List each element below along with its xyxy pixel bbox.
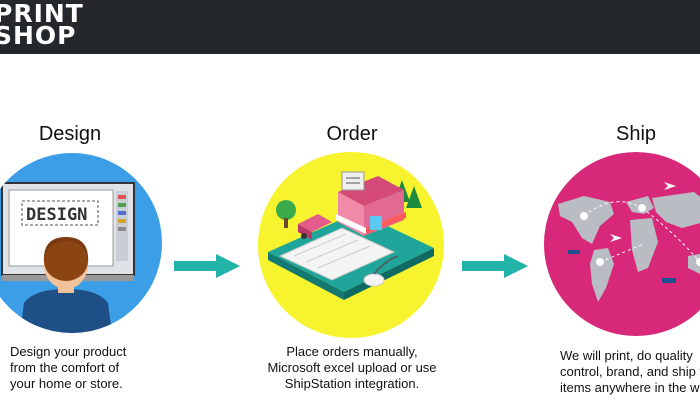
order-description-line: ShipStation integration.: [284, 376, 420, 391]
isometric-shop-keyboard-icon: [268, 171, 434, 300]
design-illustration: DESIGN: [0, 153, 162, 333]
logo-line-2: SHOP: [0, 21, 77, 50]
logo-line-1: PRINT: [0, 0, 84, 28]
ship-description-line: control, brand, and ship y: [560, 364, 700, 379]
ship-description-line: We will print, do quality: [560, 348, 693, 363]
order-illustration: [258, 152, 444, 338]
ship-description-line: items anywhere in the wo: [560, 380, 700, 395]
ship-illustration: [544, 152, 700, 336]
arrow-right-icon: [174, 254, 240, 278]
design-description-line: from the comfort of: [10, 360, 120, 375]
world-map-shipping-icon: [558, 182, 700, 302]
order-title: Order: [326, 123, 378, 145]
order-description: Place orders manually, Microsoft excel u…: [246, 344, 458, 392]
print-shop-logo[interactable]: PRINT SHOP: [0, 0, 84, 50]
design-description: Design your product from the comfort of …: [10, 344, 180, 392]
header-bar: PRINT SHOP: [0, 0, 700, 54]
design-word: DESIGN: [26, 205, 87, 225]
ship-description: We will print, do quality control, brand…: [560, 348, 700, 396]
ship-title: Ship: [615, 123, 657, 145]
design-description-line: Design your product: [10, 344, 127, 359]
order-description-line: Place orders manually,: [286, 344, 418, 359]
order-description-line: Microsoft excel upload or use: [267, 360, 437, 375]
design-title: Design: [38, 123, 102, 145]
design-description-line: your home or store.: [10, 376, 123, 391]
arrow-right-icon: [462, 254, 528, 278]
designer-at-monitor-icon: DESIGN: [1, 182, 135, 333]
